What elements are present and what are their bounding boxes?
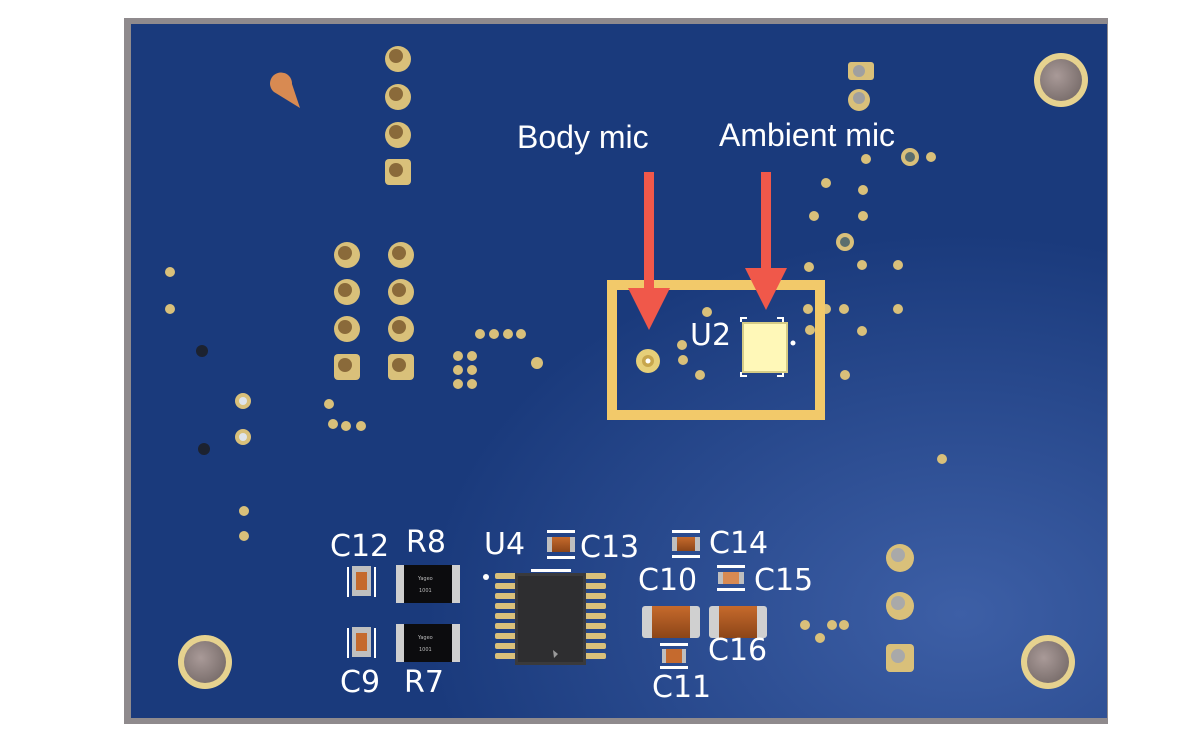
capacitor-c11: [660, 643, 688, 669]
via-holes: [840, 152, 915, 247]
header-pin-tips-grid: [338, 246, 406, 372]
designator-u2: U2: [690, 318, 731, 353]
body-mic-arrow: [628, 172, 670, 330]
ring-vias: [235, 393, 251, 445]
designator-c11: C11: [652, 670, 711, 705]
mic-highlight-box: [607, 280, 825, 420]
dark-vias: [196, 345, 210, 455]
r7-value: 1001: [419, 647, 432, 653]
designator-r8: R8: [406, 525, 446, 560]
capacitor-c14: [672, 530, 700, 558]
designator-c10: C10: [638, 563, 697, 598]
chip-u4: [483, 569, 606, 665]
ambient-mic-label: Ambient mic: [719, 117, 895, 153]
ambient-mic-arrow: [745, 172, 787, 310]
capacitor-c9: [347, 627, 376, 658]
r8-value: 1001: [419, 588, 432, 594]
capacitor-c12: [347, 566, 376, 597]
pins-right-side: [886, 544, 914, 672]
mounting-holes: [178, 53, 1088, 689]
designator-c12: C12: [330, 529, 389, 564]
designator-r7: R7: [404, 665, 444, 700]
designator-c16: C16: [708, 633, 767, 668]
resistor-r8: Yageo 1001: [396, 565, 460, 603]
capacitor-c10: [642, 606, 700, 638]
board: [131, 24, 1107, 718]
teardrop-pad: [270, 72, 300, 108]
ambient-mic-package: [740, 317, 796, 377]
capacitor-c15: [717, 565, 745, 591]
designator-c9: C9: [340, 665, 380, 700]
capacitor-c13: [547, 530, 575, 559]
designator-c14: C14: [709, 526, 768, 561]
capacitor-c16: [709, 606, 767, 638]
designator-u4: U4: [484, 527, 525, 562]
resistor-r7: Yageo 1001: [396, 624, 460, 662]
designator-c15: C15: [754, 563, 813, 598]
header-pin-tips-top: [389, 49, 403, 177]
r8-brand: Yageo: [417, 576, 433, 582]
body-mic-port: [636, 349, 660, 373]
r7-brand: Yageo: [417, 635, 433, 641]
pins-top-right: [848, 62, 874, 111]
body-mic-label: Body mic: [517, 119, 649, 155]
designator-c13: C13: [580, 530, 639, 565]
